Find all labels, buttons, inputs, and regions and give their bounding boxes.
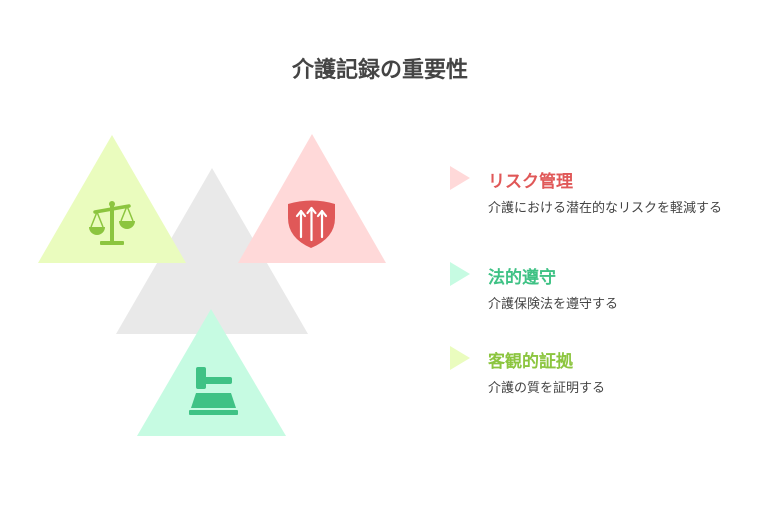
page-title: 介護記録の重要性 bbox=[291, 58, 468, 83]
item-quality-description: 介護の質を証明する bbox=[488, 381, 606, 396]
item-legal-title: 法的遵守 bbox=[488, 268, 556, 288]
item-quality-title: 客観的証拠 bbox=[488, 352, 573, 372]
item-legal-description: 介護保険法を遵守する bbox=[488, 297, 619, 312]
center-triangle bbox=[116, 168, 308, 334]
marker-legal bbox=[450, 262, 470, 286]
shield-arrows-icon bbox=[288, 200, 335, 248]
marker-risk bbox=[450, 166, 470, 190]
scales-icon bbox=[89, 201, 135, 245]
triangle-legal bbox=[137, 309, 286, 436]
stamp-icon bbox=[189, 367, 238, 415]
triangle-quality bbox=[38, 135, 186, 263]
triangle-risk bbox=[238, 134, 386, 263]
item-risk-description: 介護における潜在的なリスクを軽減する bbox=[488, 201, 723, 216]
marker-quality bbox=[450, 346, 470, 370]
item-risk-title: リスク管理 bbox=[488, 172, 573, 192]
